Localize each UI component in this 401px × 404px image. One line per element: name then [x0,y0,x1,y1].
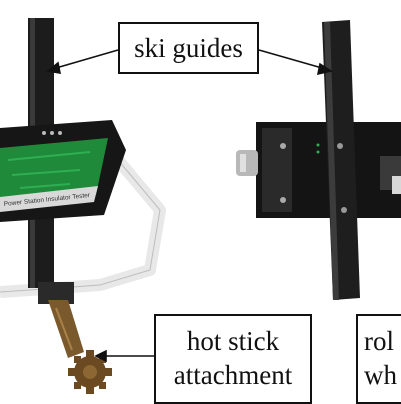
hot-stick-label-line1: hot stick [186,326,280,356]
ski-guides-label: ski guides [134,33,243,63]
hot-stick-callout: hot stick attachment [154,314,312,404]
silver-knob [236,150,258,176]
bottom-clamp [38,282,74,304]
roller-wheel-label-line1: rol [364,326,394,356]
roller-wheel-callout: rol wh [356,314,401,404]
ski-guides-callout: ski guides [118,22,259,74]
hot-stick [48,300,84,358]
device-label-strip [0,186,98,212]
callout-arrows [46,49,334,363]
roller-wheel-label-line2: wh [364,360,397,390]
hot-stick-label-line2: attachment [173,360,293,390]
white-frame-outline [0,159,161,293]
